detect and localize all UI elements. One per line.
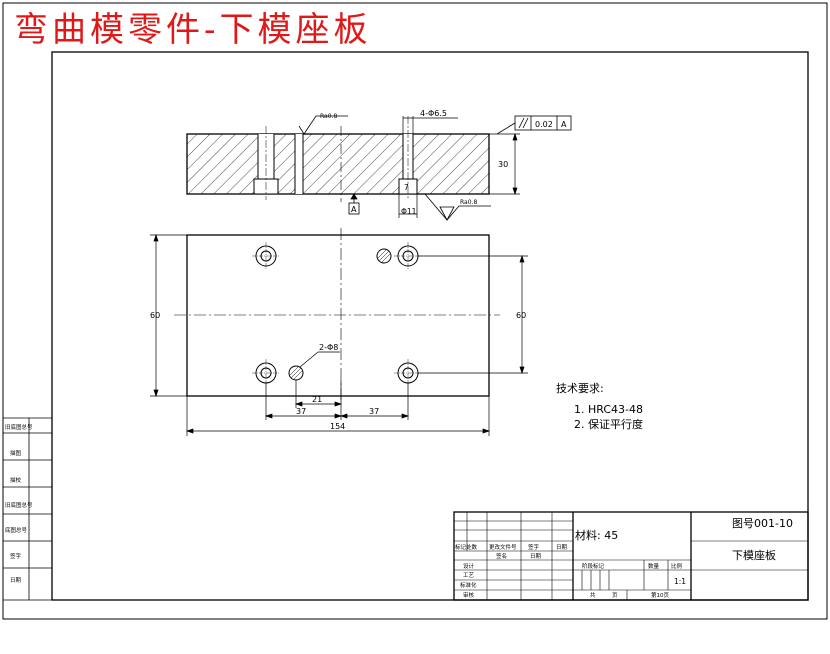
- outer-frame: [2, 2, 828, 620]
- tb-sheet: 第10页: [651, 591, 669, 599]
- hole-callout: [402, 116, 458, 134]
- roughness-top-icon: [298, 115, 348, 135]
- material-label: 材料: 45: [575, 529, 619, 542]
- dim-30-label: 30: [498, 160, 508, 169]
- tb-page: 页: [612, 592, 618, 599]
- dim-60-right: [418, 254, 528, 375]
- drawing-number: 图号001-10: [732, 517, 793, 530]
- dim-154: [185, 396, 491, 436]
- dim-37-right-label: 37: [369, 407, 379, 416]
- roughness-bottom-label: Ra0.8: [460, 199, 477, 206]
- page-title: 弯曲模零件-下模座板: [14, 10, 372, 50]
- datum-symbol: [348, 193, 360, 215]
- left-strip-label-3: 旧底图总号: [5, 501, 33, 509]
- dim-60-right-label: 60: [516, 311, 526, 320]
- parallel-datum: A: [561, 120, 567, 129]
- roughness-bottom-icon: [424, 193, 491, 221]
- tb-total: 共: [590, 591, 596, 599]
- left-strip-label-0: 旧底图总号: [5, 423, 33, 431]
- tb-mark: 标记处数: [455, 543, 478, 551]
- tb-stage-mark: 阶段标记: [582, 562, 605, 570]
- dim-37: [264, 383, 410, 420]
- section-view: [186, 116, 490, 202]
- tb-review: 审核: [463, 591, 475, 599]
- depth7-label: 7: [404, 183, 409, 192]
- tech-requirement-item: 2. 保证平行度: [574, 418, 643, 431]
- left-strip-label-1: 描图: [10, 449, 22, 457]
- tb-process: 工艺: [463, 572, 475, 579]
- counterbore-dims: [398, 178, 418, 218]
- left-strip-label-4: 底图总号: [5, 526, 28, 534]
- counterbore-hole: [252, 242, 280, 270]
- pin-callout: [299, 351, 340, 368]
- tech-requirements-title: 技术要求:: [556, 382, 604, 395]
- tb-weight: 数量: [648, 562, 660, 570]
- title-block-labels: 标记处数 更改文件号 签字 日期 签名 日期 设计 工艺 标准化 审核 阶段标记…: [455, 543, 683, 599]
- plate-outline: [186, 234, 490, 397]
- dim-30: [489, 132, 520, 196]
- tb-date2: 日期: [530, 553, 542, 560]
- parallel-tolerance-frame: [496, 115, 572, 135]
- dim-21-label: 21: [312, 395, 322, 404]
- top-view: [174, 228, 500, 403]
- left-strip-label-5: 签字: [10, 552, 22, 560]
- tb-sign: 签字: [528, 543, 540, 551]
- hole-callout-label: 4-Φ6.5: [420, 109, 447, 118]
- dim-60-left: [150, 233, 187, 398]
- dim-60-left-label: 60: [150, 311, 160, 320]
- pin-callout-label: 2-Φ8: [319, 343, 338, 352]
- part-name: 下模座板: [732, 549, 776, 562]
- left-strip-label-2: 描校: [10, 476, 22, 484]
- tech-requirement-item: 1. HRC43-48: [574, 403, 644, 416]
- dim-21: [294, 380, 343, 420]
- inner-frame: [51, 51, 809, 601]
- tb-ratio: 比例: [671, 562, 683, 570]
- dim-154-label: 154: [330, 422, 345, 431]
- datum-label: A: [351, 205, 357, 214]
- dim-37-left-label: 37: [296, 407, 306, 416]
- left-strip-label-6: 日期: [10, 577, 22, 584]
- tb-sign2: 签名: [496, 552, 507, 560]
- section-body: [186, 133, 490, 195]
- tb-scale: 1:1: [674, 577, 686, 586]
- tb-design: 设计: [463, 562, 475, 570]
- roughness-top-label: Ra0.8: [320, 113, 337, 120]
- phi11-label: Φ11: [401, 207, 417, 216]
- pin-hole: [376, 248, 392, 264]
- left-strip: [3, 432, 52, 569]
- tb-date: 日期: [556, 544, 568, 551]
- tb-standard: 标准化: [460, 581, 477, 589]
- title-block: [453, 511, 809, 601]
- tb-change-file: 更改文件号: [489, 543, 517, 551]
- parallel-value: 0.02: [535, 120, 553, 129]
